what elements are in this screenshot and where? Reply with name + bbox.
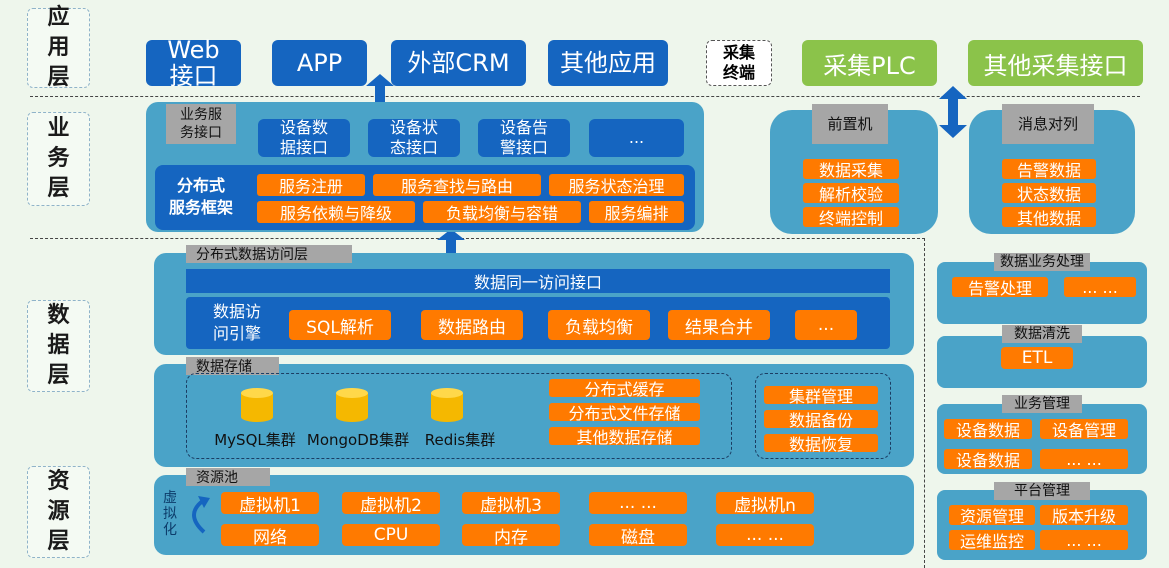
- message-queue-item[interactable]: 告警数据: [1002, 159, 1096, 180]
- platform-mgmt-item[interactable]: 版本升级: [1040, 505, 1128, 526]
- message-queue-item[interactable]: 状态数据: [1002, 183, 1096, 204]
- unified-access-interface[interactable]: 数据同一访问接口: [186, 269, 890, 293]
- framework-item[interactable]: 服务依赖与降级: [257, 201, 415, 223]
- divider-vertical: [924, 238, 925, 568]
- resource-item[interactable]: ... ...: [716, 524, 814, 546]
- resource-item[interactable]: 磁盘: [589, 524, 687, 548]
- layer-label-app: 应 用 层: [27, 5, 90, 90]
- layer-label-resource: 资 源 层: [27, 466, 90, 558]
- vm-item[interactable]: 虚拟机1: [221, 492, 319, 516]
- data-access-title: 分布式数据访问层: [186, 245, 352, 263]
- vm-item[interactable]: 虚拟机n: [716, 492, 814, 516]
- front-machine-item[interactable]: 解析校验: [803, 183, 899, 204]
- storage-item[interactable]: 分布式缓存: [549, 379, 700, 399]
- collect-plc-button[interactable]: 采集PLC: [802, 40, 937, 86]
- data-cleaning-title: 数据清洗: [1002, 325, 1082, 343]
- vm-item[interactable]: ... ...: [589, 492, 687, 514]
- database-icon: [336, 388, 368, 422]
- front-machine-title: 前置机: [812, 104, 888, 144]
- mysql-cluster-label: MySQL集群: [214, 431, 296, 449]
- storage-item[interactable]: 分布式文件存储: [549, 403, 700, 423]
- engine-item[interactable]: 结果合并: [668, 310, 770, 340]
- platform-mgmt-item[interactable]: 运维监控: [949, 530, 1035, 551]
- engine-item[interactable]: ...: [795, 310, 857, 340]
- service-interface-tag: 业务服 务接口: [166, 104, 236, 144]
- vm-item[interactable]: 虚拟机2: [342, 492, 440, 516]
- double-arrow-icon: [939, 86, 967, 138]
- divider-business-data: [30, 238, 925, 239]
- data-processing-item[interactable]: 告警处理: [952, 277, 1048, 298]
- framework-item[interactable]: 服务编排: [589, 201, 684, 223]
- resource-pool-title: 资源池: [186, 468, 270, 486]
- database-icon: [241, 388, 273, 422]
- virtualize-label: 虚 拟 化: [163, 490, 177, 538]
- business-mgmt-item[interactable]: ... ...: [1040, 449, 1128, 469]
- etl-item[interactable]: ETL: [1001, 347, 1073, 369]
- service-framework-title: 分布式 服务框架: [168, 176, 233, 217]
- vm-item[interactable]: 虚拟机3: [462, 492, 560, 516]
- mongodb-cluster-label: MongoDB集群: [306, 431, 410, 449]
- data-processing-item[interactable]: ... ...: [1064, 277, 1136, 297]
- framework-item[interactable]: 服务查找与路由: [373, 174, 541, 196]
- storage-cluster-box: [186, 373, 732, 459]
- message-queue-item[interactable]: 其他数据: [1002, 207, 1096, 228]
- interface-device-data[interactable]: 设备数 据接口: [258, 118, 350, 157]
- data-storage-title: 数据存储: [186, 357, 279, 375]
- app-button[interactable]: APP: [272, 40, 367, 86]
- platform-mgmt-title: 平台管理: [994, 482, 1090, 500]
- business-mgmt-item[interactable]: 设备数据: [944, 419, 1032, 440]
- web-interface-button[interactable]: Web 接口: [146, 37, 241, 89]
- engine-item[interactable]: 负载均衡: [548, 310, 650, 340]
- divider-app-business: [30, 96, 1140, 97]
- access-engine-title: 数据访 问引擎: [212, 302, 261, 343]
- redis-cluster-label: Redis集群: [424, 431, 496, 449]
- engine-item[interactable]: 数据路由: [421, 310, 523, 340]
- resource-item[interactable]: 内存: [462, 524, 560, 548]
- interface-more[interactable]: ...: [589, 119, 684, 157]
- platform-mgmt-item[interactable]: 资源管理: [949, 505, 1035, 526]
- framework-item[interactable]: 服务状态治理: [549, 174, 684, 196]
- platform-mgmt-item[interactable]: ... ...: [1040, 530, 1128, 550]
- interface-device-status[interactable]: 设备状 态接口: [368, 118, 460, 157]
- business-mgmt-item[interactable]: 设备数据: [944, 449, 1032, 470]
- framework-item[interactable]: 服务注册: [257, 174, 365, 196]
- resource-item[interactable]: CPU: [342, 524, 440, 546]
- cluster-mgmt-item[interactable]: 数据恢复: [764, 434, 878, 454]
- collect-terminal-label: 采集 终端: [706, 40, 772, 86]
- front-machine-item[interactable]: 数据采集: [803, 159, 899, 180]
- engine-item[interactable]: SQL解析: [289, 310, 391, 340]
- cluster-mgmt-item[interactable]: 集群管理: [764, 386, 878, 406]
- business-mgmt-item[interactable]: 设备管理: [1040, 419, 1128, 440]
- framework-item[interactable]: 负载均衡与容错: [423, 201, 581, 223]
- interface-device-alarm[interactable]: 设备告 警接口: [478, 118, 570, 157]
- business-mgmt-title: 业务管理: [1002, 395, 1082, 413]
- layer-label-data: 数 据 层: [27, 300, 90, 392]
- other-collect-interface-button[interactable]: 其他采集接口: [968, 40, 1143, 86]
- other-apps-button[interactable]: 其他应用: [548, 40, 668, 86]
- curved-arrow-icon: [192, 496, 210, 534]
- storage-item[interactable]: 其他数据存储: [549, 427, 700, 447]
- message-queue-title: 消息对列: [1002, 104, 1094, 144]
- front-machine-item[interactable]: 终端控制: [803, 207, 899, 228]
- layer-label-business: 业 务 层: [27, 112, 90, 206]
- cluster-mgmt-box: [755, 373, 891, 459]
- cluster-mgmt-item[interactable]: 数据备份: [764, 410, 878, 430]
- data-processing-title: 数据业务处理: [994, 253, 1090, 271]
- database-icon: [431, 388, 463, 422]
- resource-item[interactable]: 网络: [221, 524, 319, 548]
- external-crm-button[interactable]: 外部CRM: [391, 40, 526, 86]
